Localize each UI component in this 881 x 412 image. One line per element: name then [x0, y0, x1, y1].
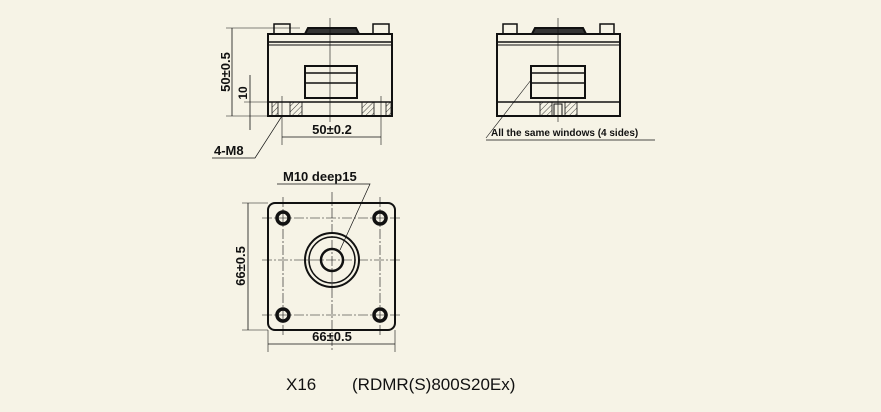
- window-note: All the same windows (4 sides): [491, 128, 638, 139]
- front-width-dim: 50±0.2: [312, 122, 352, 137]
- top-height-dim: 66±0.5: [233, 246, 248, 286]
- top-width-dim: 66±0.5: [312, 329, 352, 344]
- front-view: [212, 18, 393, 159]
- thread-note: 4-M8: [214, 143, 244, 158]
- front-height-dim: 50±0.5: [218, 52, 233, 92]
- center-thread-note: M10 deep15: [283, 169, 357, 184]
- front-base-dim: 10: [236, 86, 250, 100]
- top-view: [242, 183, 401, 352]
- caption-id: X16: [286, 375, 317, 394]
- side-view: [485, 18, 655, 141]
- caption-model: (RDMR(S)800S20Ex): [352, 375, 516, 394]
